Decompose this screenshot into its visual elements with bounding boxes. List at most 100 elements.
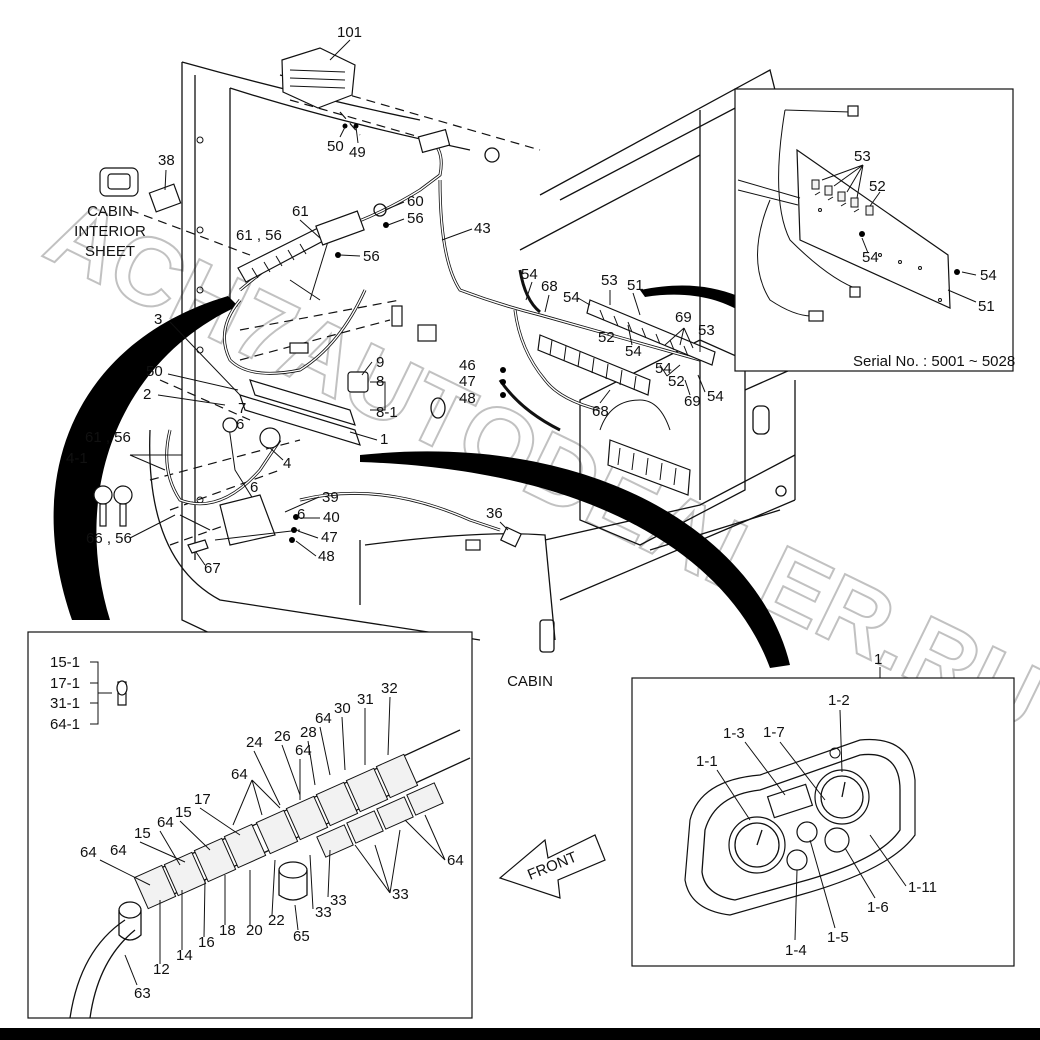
callout-53: 53	[698, 322, 715, 339]
callout-49: 49	[349, 144, 366, 161]
cluster-callout-1: 1	[874, 651, 882, 668]
inset-callout-52: 52	[869, 178, 886, 195]
callout-68: 68	[592, 403, 609, 420]
cluster-callout-1-7: 1-7	[763, 724, 785, 741]
switch-callout-63: 12	[153, 961, 170, 978]
serial-note: Serial No. : 5001 ~ 5028	[853, 353, 1015, 370]
main-components	[93, 47, 716, 554]
bulb-label-64-1: 64-1	[50, 716, 80, 733]
switch-row	[133, 753, 444, 910]
callout-40: 40	[323, 509, 340, 526]
callout-6: 6	[250, 479, 258, 496]
inset-callout-53: 53	[854, 148, 871, 165]
callout-4: 4	[283, 455, 291, 472]
cluster-callout-1-3: 1-3	[723, 725, 745, 742]
cluster-callout-1-5: 1-5	[827, 929, 849, 946]
inset-callout-51: 51	[978, 298, 995, 315]
switch-callout-30: 30	[334, 700, 351, 717]
bulb-label-31-1: 31-1	[50, 695, 80, 712]
callout-54: 54	[655, 360, 672, 377]
callout-6: 6	[297, 506, 305, 523]
callout-47: 47	[459, 373, 476, 390]
switch-callout-16: 20	[246, 922, 263, 939]
switch-callout-12: 16	[198, 934, 215, 951]
callout-69: 69	[684, 393, 701, 410]
bottom-bar	[0, 1028, 1040, 1040]
callout-52: 52	[668, 373, 685, 390]
callout-39: 39	[322, 489, 339, 506]
front-arrow: FRONT	[498, 834, 606, 899]
callout-43: 43	[474, 220, 491, 237]
callout-68: 68	[541, 278, 558, 295]
main-captions: CABIN INTERIOR SHEET CABIN	[74, 203, 553, 690]
callout-50: 50	[146, 363, 163, 380]
switch-callout-65: 14	[176, 947, 193, 964]
callout-54: 54	[707, 388, 724, 405]
caption-cabin: CABIN	[507, 673, 553, 690]
inset-fuse-detail: 53 52 54 54 51 Serial No. : 5001 ~ 5028	[734, 88, 1015, 372]
switch-callout-64: 64	[80, 844, 97, 861]
callout-101: 101	[337, 24, 362, 41]
cluster-callout-1-1: 1-1	[696, 753, 718, 770]
callout-50: 50	[327, 138, 344, 155]
callout-3: 3	[154, 311, 162, 328]
switch-callout-64: 64	[295, 742, 312, 759]
callout-52: 52	[598, 329, 615, 346]
switch-callout-35: 63	[134, 985, 151, 1002]
callout-56: 56	[363, 248, 380, 265]
callout-56: 56	[407, 210, 424, 227]
callout-61-56: 61 , 56	[85, 429, 131, 446]
callout-67: 67	[204, 560, 221, 577]
switch-callout-26: 26	[274, 728, 291, 745]
callout-4-1: 4-1	[66, 450, 88, 467]
switch-callout-28: 28	[300, 724, 317, 741]
switch-callout-24: 24	[246, 734, 263, 751]
cluster-callout-1-6: 1-6	[867, 899, 889, 916]
caption-cabin-interior-line1: CABIN	[87, 203, 133, 220]
callout-54: 54	[563, 289, 580, 306]
switch-callout-32: 32	[381, 680, 398, 697]
inset-switch-panel: 15-1 17-1 31-1 64-1	[27, 631, 473, 1019]
callout-47: 47	[321, 529, 338, 546]
callout-66-56: 66 , 56	[86, 530, 132, 547]
caption-cabin-interior-line2: INTERIOR	[74, 223, 146, 240]
callout-46: 46	[459, 357, 476, 374]
switch-callout-18: 22	[268, 912, 285, 929]
callout-2: 2	[143, 386, 151, 403]
callout-51: 51	[627, 277, 644, 294]
cluster-callout-1-11: 1-11	[908, 879, 937, 896]
bulb-label-17-1: 17-1	[50, 675, 80, 692]
callout-7: 7	[238, 400, 246, 417]
callout-53: 53	[601, 272, 618, 289]
callout-61-56: 61 , 56	[236, 227, 282, 244]
callout-69: 69	[675, 309, 692, 326]
switch-callout-64: 64	[315, 710, 332, 727]
switch-callout-15: 15	[175, 804, 192, 821]
callout-9: 9	[376, 354, 384, 371]
inset-instrument-cluster: 1 1-2 1-3 1-7 1-1 1-11 1-6 1-5 1-4	[631, 651, 1015, 967]
callout-61: 61	[292, 203, 309, 220]
callout-6: 6	[236, 416, 244, 433]
switch-callout-31: 31	[357, 691, 374, 708]
callout-36: 36	[486, 505, 503, 522]
callout-48: 48	[318, 548, 335, 565]
inset-callout-54: 54	[980, 267, 997, 284]
caption-cabin-interior-line3: SHEET	[85, 243, 135, 260]
switch-callout-15: 15	[134, 825, 151, 842]
switch-callout-34: 65	[293, 928, 310, 945]
switch-callout-17: 17	[194, 791, 211, 808]
switch-callout-22: 33	[330, 892, 347, 909]
main-leaders	[129, 39, 706, 566]
callout-8-1: 8-1	[376, 404, 398, 421]
switch-callout-64: 64	[157, 814, 174, 831]
callout-60: 60	[407, 193, 424, 210]
cluster-callout-1-2: 1-2	[828, 692, 850, 709]
callout-38: 38	[158, 152, 175, 169]
switch-callout-64: 64	[231, 766, 248, 783]
callout-48: 48	[459, 390, 476, 407]
main-labels: 101 50 49 38 61 60 56 43 61 , 56 56 54 6…	[66, 24, 724, 577]
switch-callout-33: 33	[392, 886, 409, 903]
bulb-label-15-1: 15-1	[50, 654, 80, 671]
callout-54: 54	[521, 266, 538, 283]
switch-callout-20: 33	[315, 904, 332, 921]
